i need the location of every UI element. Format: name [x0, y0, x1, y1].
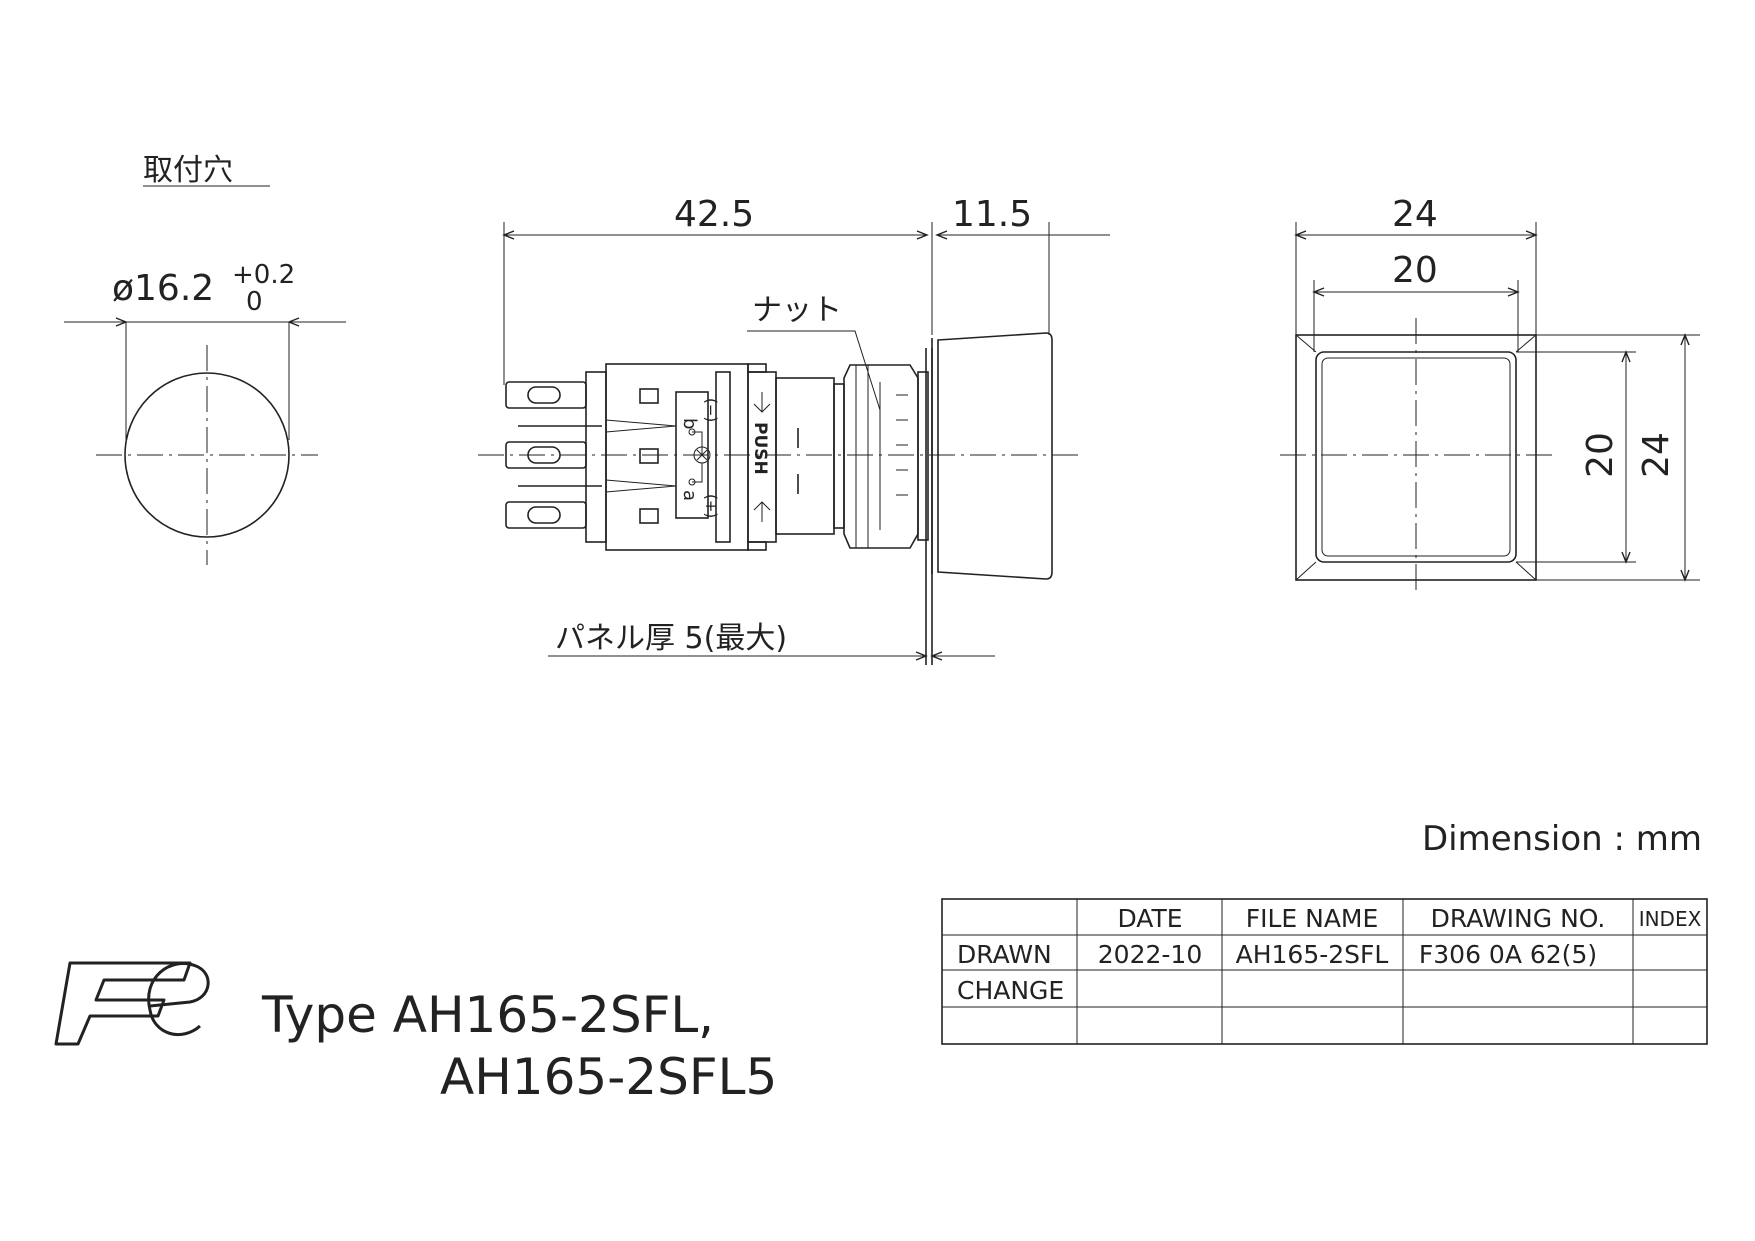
- units-label: Dimension : mm: [1422, 819, 1702, 859]
- hole-tolerance-lower: 0: [246, 287, 263, 317]
- dim-outer-height: 24: [1636, 432, 1677, 478]
- cap: [931, 332, 1053, 580]
- front-view: 24 20 20 24: [1280, 194, 1700, 595]
- contact-a-label: a: [679, 490, 700, 501]
- header-date: DATE: [1117, 904, 1182, 933]
- push-label: PUSH: [750, 422, 770, 475]
- header-index: INDEX: [1639, 907, 1702, 931]
- contact-b-label: b: [679, 418, 700, 429]
- product-type-line1: Type AH165-2SFL,: [261, 986, 714, 1044]
- product-type-line2: AH165-2SFL5: [440, 1048, 777, 1106]
- mounting-hole-circle: [124, 372, 290, 538]
- dim-outer-width: 24: [1392, 194, 1438, 235]
- side-view: 42.5 11.5 (−): [478, 194, 1110, 665]
- contact-minus: (−): [702, 398, 720, 422]
- push-strip: PUSH: [747, 363, 777, 551]
- dim-body-length: 42.5: [674, 194, 754, 235]
- dim-cap-length: 11.5: [952, 194, 1032, 235]
- contact-plus: (+): [702, 494, 720, 518]
- header-drawing-no: DRAWING NO.: [1431, 904, 1606, 933]
- fe-logo: [54, 961, 210, 1046]
- row-change-label: CHANGE: [957, 976, 1064, 1005]
- dim-inner-height: 20: [1580, 432, 1621, 478]
- row-drawn-file: AH165-2SFL: [1236, 940, 1389, 969]
- dim-inner-width: 20: [1392, 250, 1438, 291]
- header-file-name: FILE NAME: [1246, 904, 1379, 933]
- contact-block: (−) b a (+): [585, 363, 749, 551]
- hole-tolerance-upper: +0.2: [232, 260, 295, 290]
- nut-label: ナット: [752, 293, 842, 328]
- mounting-hole-view: 取付穴 ø16.2 +0.2 0: [64, 153, 346, 565]
- threaded-neck: [775, 377, 845, 535]
- nut-leader-line: [747, 330, 881, 411]
- nut: [843, 364, 929, 549]
- title-block: DATE FILE NAME DRAWING NO. INDEX DRAWN 2…: [941, 898, 1708, 1045]
- row-drawn-label: DRAWN: [957, 940, 1052, 969]
- row-drawn-drawing-no: F306 0A 62(5): [1419, 940, 1597, 969]
- hole-diameter-label: ø16.2: [112, 268, 214, 309]
- row-drawn-date: 2022-10: [1098, 940, 1202, 969]
- mounting-hole-title: 取付穴: [143, 153, 233, 188]
- panel-thickness-label: パネル厚 5(最大): [555, 621, 787, 656]
